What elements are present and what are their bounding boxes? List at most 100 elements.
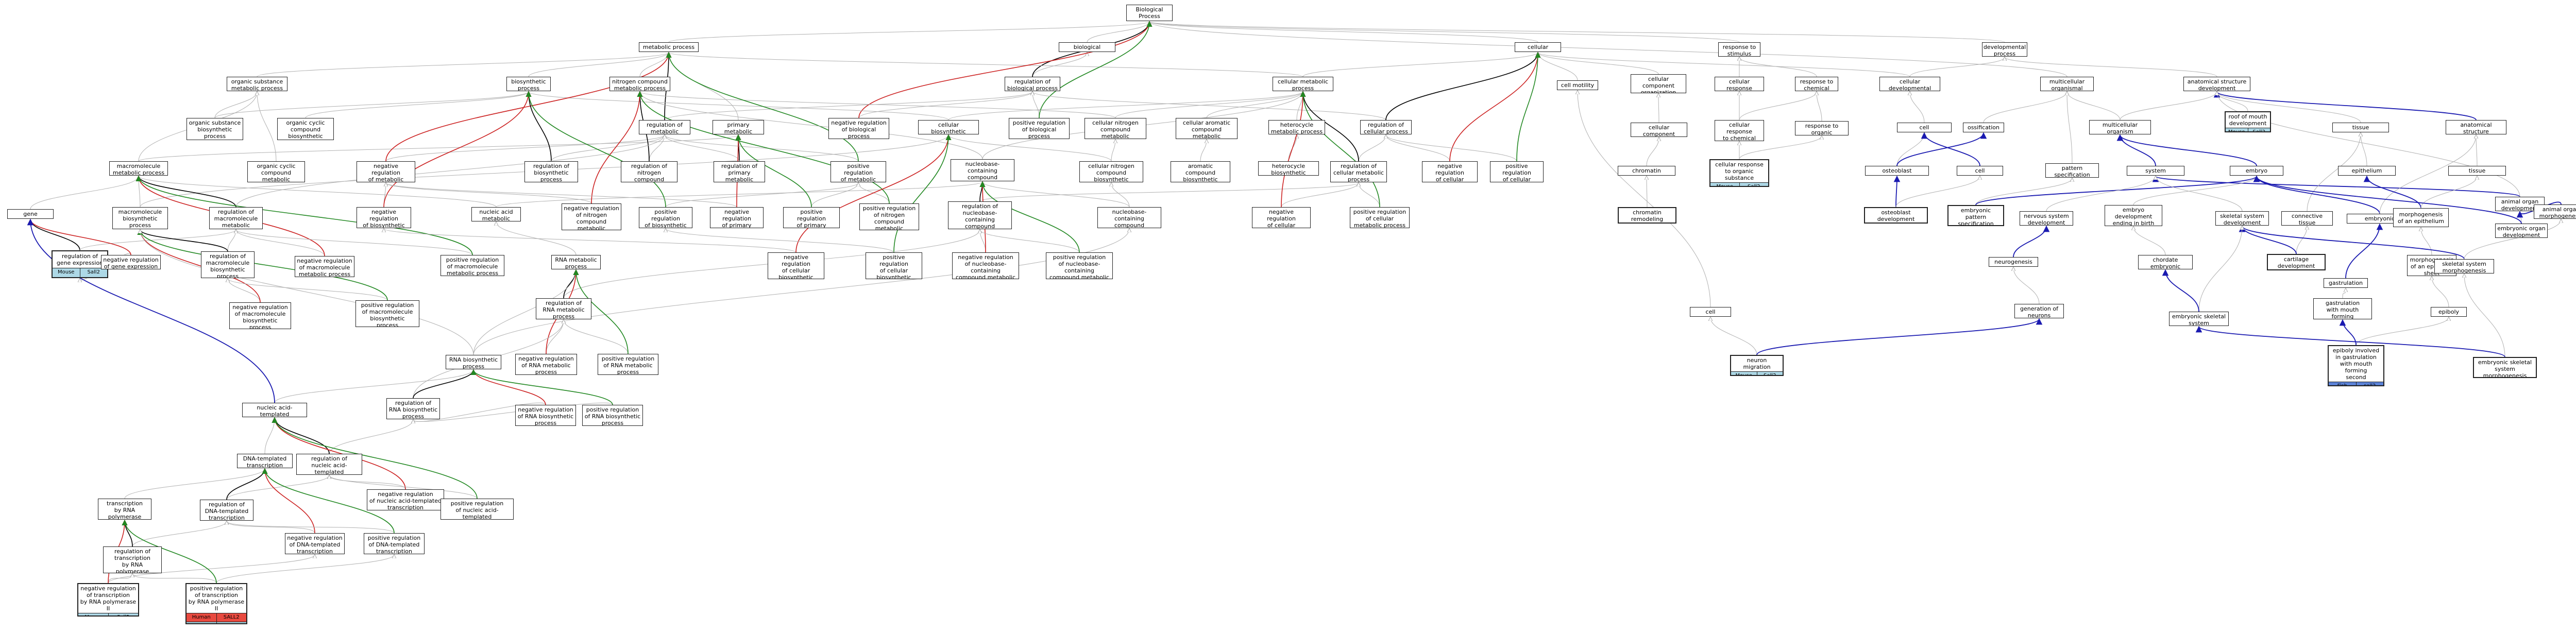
- node-regmacro[interactable]: regulation of macromolecule metabolic pr…: [209, 207, 263, 229]
- node-posregprim[interactable]: positive regulation of primary metabolic…: [783, 207, 840, 228]
- node-nucacidtx[interactable]: nucleic acid-templated transcription: [242, 403, 307, 417]
- node-regnucacidtx[interactable]: regulation of nucleic acid-templated tra…: [296, 454, 362, 475]
- node-epidev[interactable]: epithelium development: [2338, 166, 2396, 176]
- node-celldevp[interactable]: cellular developmental process: [1879, 77, 1940, 91]
- node-ccorg2[interactable]: cellular component organization: [1631, 123, 1687, 137]
- node-negregtxpol2[interactable]: negative regulation of transcription by …: [77, 583, 139, 617]
- node-posregnucbase[interactable]: positive regulation of nucleobase-contai…: [1046, 252, 1113, 279]
- node-tissuedev[interactable]: tissue development: [2332, 123, 2389, 132]
- node-epiboly[interactable]: epiboly: [2431, 307, 2467, 317]
- node-negregbio[interactable]: negative regulation of biological proces…: [828, 118, 889, 139]
- node-geneexp[interactable]: gene expression: [7, 209, 54, 219]
- node-regcellproc[interactable]: regulation of cellular process: [1360, 120, 1412, 134]
- node-regncomp[interactable]: regulation of nitrogen compound metaboli…: [621, 161, 677, 182]
- node-regdnatx[interactable]: regulation of DNA-templated transcriptio…: [200, 500, 253, 521]
- node-regtxpol2[interactable]: regulation of transcription by RNA polym…: [103, 546, 162, 573]
- node-biolreg[interactable]: biological regulation: [1059, 42, 1115, 52]
- node-nucacid[interactable]: nucleic acid metabolic process: [471, 207, 521, 221]
- node-genneur[interactable]: generation of neurons: [2014, 304, 2064, 318]
- node-posregmacro[interactable]: positive regulation of macromolecule met…: [440, 255, 504, 276]
- node-heterobio[interactable]: heterocycle biosynthetic process: [1258, 161, 1319, 176]
- node-orgcycm[interactable]: organic cyclic compound biosynthetic pro…: [277, 118, 334, 140]
- node-posregrnamet[interactable]: positive regulation of RNA metabolic pro…: [598, 354, 658, 375]
- node-biosyn[interactable]: biosynthetic process: [506, 77, 551, 91]
- node-embskeldev[interactable]: embryonic skeletal system development: [2169, 312, 2229, 326]
- node-dnatx[interactable]: DNA-templated transcription: [237, 454, 293, 468]
- node-mcdev[interactable]: multicellular organism development: [2089, 120, 2151, 134]
- node-cellnitbio[interactable]: cellular nitrogen compound biosynthetic …: [1079, 161, 1143, 182]
- node-posregbiosyn[interactable]: positive regulation of biosynthetic proc…: [639, 207, 692, 228]
- node-txpol2[interactable]: transcription by RNA polymerase II: [98, 499, 151, 520]
- node-osteodiff[interactable]: osteoblast differentiation: [1865, 166, 1929, 176]
- node-embdev[interactable]: embryo development: [2230, 166, 2283, 176]
- node-regmacrobio[interactable]: regulation of macromolecule biosynthetic…: [201, 251, 255, 278]
- node-regnucbase[interactable]: regulation of nucleobase-containing comp…: [948, 201, 1012, 229]
- node-primmet[interactable]: primary metabolic process: [713, 120, 764, 134]
- node-gastrulmouth[interactable]: gastrulation with mouth forming second: [2313, 298, 2372, 319]
- node-posregtxpol2[interactable]: positive regulation of transcription by …: [185, 583, 247, 624]
- node-epibolygastr[interactable]: epiboly involved in gastrulation with mo…: [2328, 345, 2384, 386]
- node-cellresp[interactable]: cellular response to stimulus: [1715, 77, 1764, 91]
- node-rnabiosyn[interactable]: RNA biosynthetic process: [446, 355, 501, 369]
- node-mcorg[interactable]: multicellular organismal process: [2040, 77, 2094, 91]
- node-morphepi[interactable]: morphogenesis of an epithelium: [2393, 208, 2449, 227]
- node-negregrnamet[interactable]: negative regulation of RNA metabolic pro…: [515, 354, 577, 375]
- node-celldiff[interactable]: cell differentiation: [1897, 123, 1952, 132]
- node-celldev[interactable]: cell development: [1957, 166, 2003, 176]
- node-posregncomp[interactable]: positive regulation of nitrogen compound…: [859, 203, 919, 230]
- node-arombio[interactable]: aromatic compound biosynthetic process: [1171, 161, 1230, 182]
- node-posregmacrobio[interactable]: positive regulation of macromolecule bio…: [355, 300, 419, 327]
- node-cellnit[interactable]: cellular nitrogen compound metabolic pro…: [1084, 118, 1146, 139]
- node-cellarom[interactable]: cellular aromatic compound metabolic pro…: [1176, 118, 1238, 139]
- node-patspec[interactable]: pattern specification process: [2045, 163, 2099, 178]
- node-respchem[interactable]: response to chemical: [1795, 77, 1838, 91]
- node-nucbase[interactable]: nucleobase-containing compound metabolic…: [951, 159, 1014, 181]
- node-negregnucacidtx[interactable]: negative regulation of nucleic acid-temp…: [367, 489, 444, 510]
- node-resp[interactable]: response to stimulus: [1718, 42, 1760, 57]
- node-negregprim[interactable]: negative regulation of primary metabolic…: [710, 207, 764, 228]
- node-negreggeneexp[interactable]: negative regulation of gene expression: [101, 255, 161, 269]
- node-regbiosyn[interactable]: regulation of biosynthetic process: [524, 161, 578, 182]
- node-orgcycm2[interactable]: organic cyclic compound metabolic proces…: [247, 161, 305, 182]
- node-regrnamet[interactable]: regulation of RNA metabolic process: [536, 298, 591, 319]
- node-chromremod[interactable]: chromatin remodelingMouseSall2: [1618, 207, 1676, 224]
- node-regcellmet[interactable]: regulation of cellular metabolic process: [1330, 161, 1387, 182]
- node-rnamet[interactable]: RNA metabolic process: [551, 255, 601, 269]
- node-negregcell[interactable]: negative regulation of cellular process: [1422, 161, 1478, 182]
- node-negregmacro[interactable]: negative regulation of macromolecule met…: [295, 256, 354, 277]
- node-regmet[interactable]: regulation of metabolic process: [639, 120, 690, 134]
- node-emborgdev[interactable]: embryonic organ development: [2495, 224, 2548, 238]
- node-anatmorph[interactable]: anatomical structure morphogenesis: [2446, 120, 2506, 134]
- node-cellmet[interactable]: cellular metabolic process: [1273, 77, 1333, 91]
- node-regbio[interactable]: regulation of biological process: [1005, 77, 1060, 91]
- node-skeldev[interactable]: skeletal system development: [2215, 211, 2269, 226]
- node-cellmot[interactable]: cell motility: [1557, 80, 1598, 90]
- node-embpat[interactable]: embryonic pattern specificationMouseSall…: [1947, 205, 2004, 226]
- node-gastrul[interactable]: gastrulation: [2324, 278, 2368, 288]
- node-negregcellmet[interactable]: negative regulation of cellular metaboli…: [1252, 207, 1311, 228]
- node-regrnabio[interactable]: regulation of RNA biosynthetic process: [386, 398, 440, 419]
- node-negregnucbase[interactable]: negative regulation of nucleobase-contai…: [952, 252, 1019, 279]
- node-ncomp[interactable]: nitrogen compound metabolic process: [609, 77, 670, 91]
- node-chromorg[interactable]: chromatin organization: [1618, 166, 1675, 176]
- node-posregcell[interactable]: positive regulation of cellular process: [1490, 161, 1544, 182]
- node-metproc[interactable]: metabolic process: [639, 42, 699, 52]
- node-regprimmet[interactable]: regulation of primary metabolic process: [714, 161, 765, 182]
- node-resporg[interactable]: response to organic substance: [1795, 121, 1849, 135]
- node-posregrnabio[interactable]: positive regulation of RNA biosynthetic …: [582, 405, 643, 426]
- node-embskelmorph[interactable]: embryonic skeletal system morphogenesisM…: [2473, 357, 2537, 378]
- node-negregrnabio[interactable]: negative regulation of RNA biosynthetic …: [515, 405, 576, 426]
- node-posregmet[interactable]: positive regulation of metabolic process: [831, 161, 886, 182]
- node-cellbiosyn[interactable]: cellular biosynthetic process: [918, 120, 979, 134]
- node-skelmorph[interactable]: skeletal system morphogenesis: [2434, 259, 2494, 273]
- node-posregnucacidtx[interactable]: positive regulation of nucleic acid-temp…: [440, 499, 514, 520]
- node-cellrespchem[interactable]: cellular response to chemical stimulus: [1715, 120, 1764, 141]
- node-nucbasebio[interactable]: nucleobase-containing compound biosynthe…: [1097, 207, 1161, 228]
- node-conntiss[interactable]: connective tissue development: [2281, 211, 2333, 226]
- node-negregbiosyn[interactable]: negative regulation of biosynthetic proc…: [357, 207, 411, 228]
